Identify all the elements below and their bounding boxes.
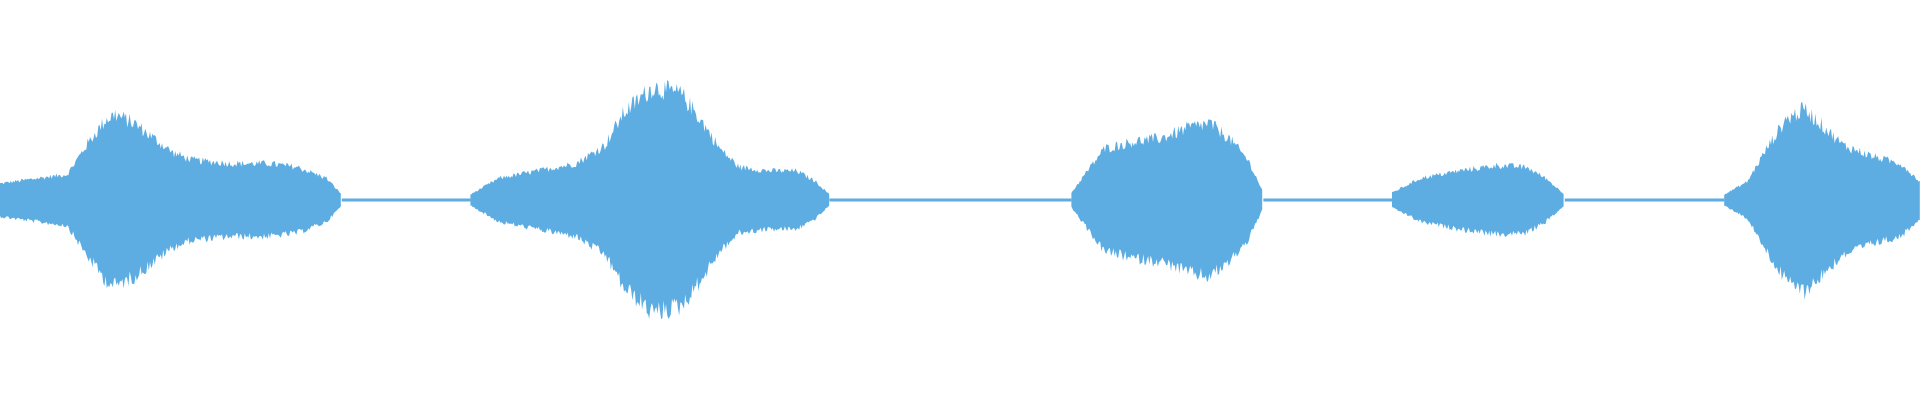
sound-burst-0 bbox=[0, 109, 341, 289]
silence-segment bbox=[829, 198, 1072, 202]
silence-segment bbox=[341, 198, 471, 202]
sound-burst-6 bbox=[1392, 162, 1564, 237]
silence-segment bbox=[1263, 198, 1392, 202]
sound-burst-2 bbox=[470, 80, 830, 320]
sound-burst-4 bbox=[1071, 119, 1263, 283]
silence-segment bbox=[1564, 198, 1725, 202]
sound-burst-8 bbox=[1724, 102, 1920, 300]
